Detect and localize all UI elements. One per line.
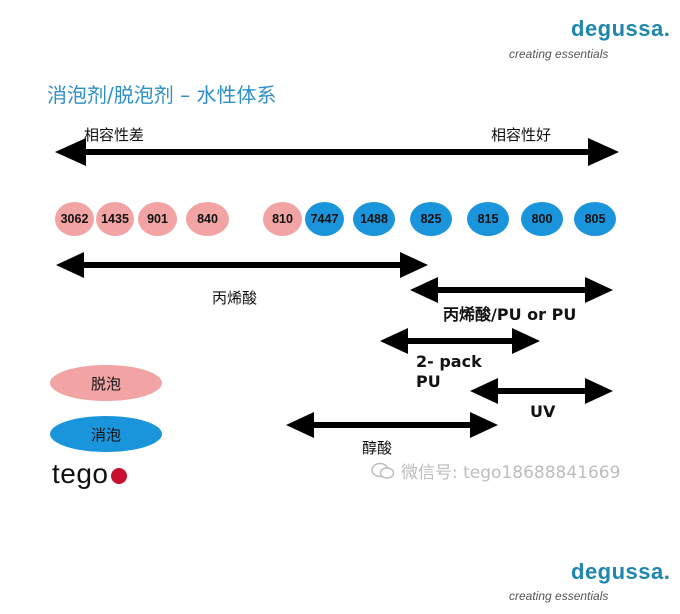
- legend-antifoam: 消泡: [50, 416, 162, 452]
- compat-left-label: 相容性差: [84, 126, 145, 144]
- product-pill: 1435: [96, 202, 134, 236]
- product-pill: 800: [521, 202, 563, 236]
- product-pill: 1488: [353, 202, 395, 236]
- slide-title: 消泡剂/脱泡剂 – 水性体系: [47, 83, 277, 107]
- product-pill: 3062: [55, 202, 94, 236]
- tego-logo: tego: [52, 458, 127, 490]
- product-pill: 840: [186, 202, 229, 236]
- range-label-2pack: 2- pack: [416, 352, 482, 371]
- range-label-acrylic-pu: 丙烯酸/PU or PU: [443, 305, 577, 324]
- brand-tagline-bottom: creating essentials: [509, 589, 609, 603]
- watermark-text: 微信号: tego18688841669: [401, 463, 621, 483]
- product-pill: 815: [467, 202, 509, 236]
- tego-logo-mark-icon: [110, 467, 127, 484]
- range-arrow-2pack-pu: [380, 328, 540, 354]
- product-pill: 805: [574, 202, 616, 236]
- range-arrow-alkyd: [286, 412, 498, 438]
- range-arrow-acrylic: [56, 252, 428, 278]
- range-label-alkyd: 醇酸: [362, 439, 393, 457]
- range-label-acrylic: 丙烯酸: [212, 289, 258, 307]
- brand-logo-top: degussa.: [571, 16, 671, 41]
- compat-right-label: 相容性好: [491, 126, 552, 144]
- product-pill: 810: [263, 202, 302, 236]
- range-arrow-acrylic-pu: [410, 277, 613, 303]
- watermark: 微信号: tego18688841669: [371, 458, 620, 483]
- tego-logo-text: tego: [52, 458, 109, 489]
- compat-arrow: [55, 138, 619, 166]
- brand-tagline-top: creating essentials: [509, 47, 609, 61]
- product-pill: 7447: [305, 202, 344, 236]
- range-arrow-uv: [470, 378, 613, 404]
- product-pill: 825: [410, 202, 452, 236]
- product-pill: 901: [138, 202, 177, 236]
- wechat-icon: [371, 462, 395, 479]
- range-label-uv: UV: [530, 402, 556, 421]
- brand-logo-bottom: degussa.: [571, 559, 671, 584]
- legend-defoamer: 脱泡: [50, 365, 162, 401]
- range-label-pu: PU: [416, 372, 441, 391]
